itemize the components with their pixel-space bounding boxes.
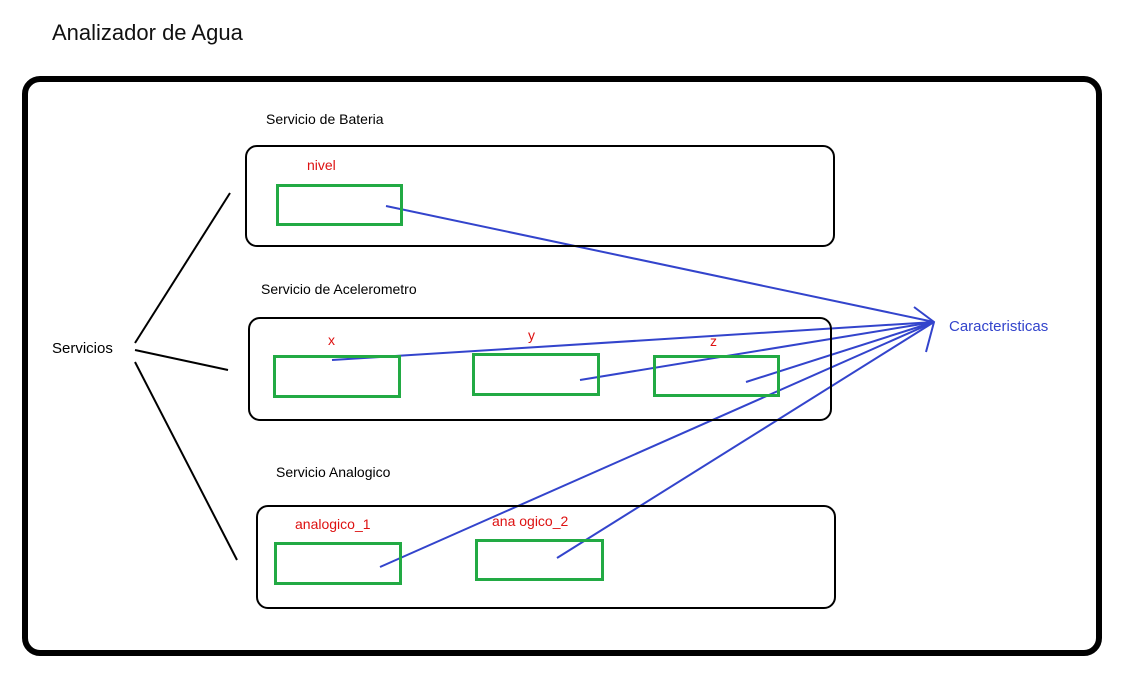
caracteristicas-label: Caracteristicas (949, 318, 1049, 335)
arrow-y (579, 321, 935, 381)
characteristic-box-y (472, 353, 600, 396)
servicios-line-acelerometro (134, 349, 229, 371)
arrow-analogico-2 (556, 321, 935, 559)
servicios-line-bateria (134, 192, 231, 344)
characteristic-box-nivel (276, 184, 403, 226)
service-box-acelerometro (248, 317, 832, 421)
arrow-x (331, 321, 935, 361)
arrow-analogico-1 (379, 321, 935, 568)
diagram-title: Analizador de Agua (52, 20, 243, 45)
characteristic-label-analogico-2: ana ogico_2 (492, 513, 569, 529)
servicios-line-analogico (134, 361, 238, 561)
service-label-bateria: Servicio de Bateria (266, 111, 384, 127)
characteristic-label-x: x (328, 332, 335, 348)
arrowhead-icon (913, 306, 936, 353)
characteristic-label-y: y (528, 327, 535, 343)
service-label-analogico: Servicio Analogico (276, 464, 391, 480)
characteristic-box-z (653, 355, 780, 397)
characteristic-box-analogico-1 (274, 542, 402, 585)
outer-frame (22, 76, 1102, 656)
characteristic-box-analogico-2 (475, 539, 604, 581)
service-box-bateria (245, 145, 835, 247)
arrow-nivel (385, 205, 935, 323)
service-box-analogico (256, 505, 836, 609)
servicios-label: Servicios (52, 340, 113, 357)
service-label-acelerometro: Servicio de Acelerometro (261, 281, 417, 297)
characteristic-label-nivel: nivel (307, 157, 336, 173)
characteristic-label-z: z (710, 333, 717, 349)
characteristic-box-x (273, 355, 401, 398)
characteristic-label-analogico-1: analogico_1 (295, 516, 371, 532)
